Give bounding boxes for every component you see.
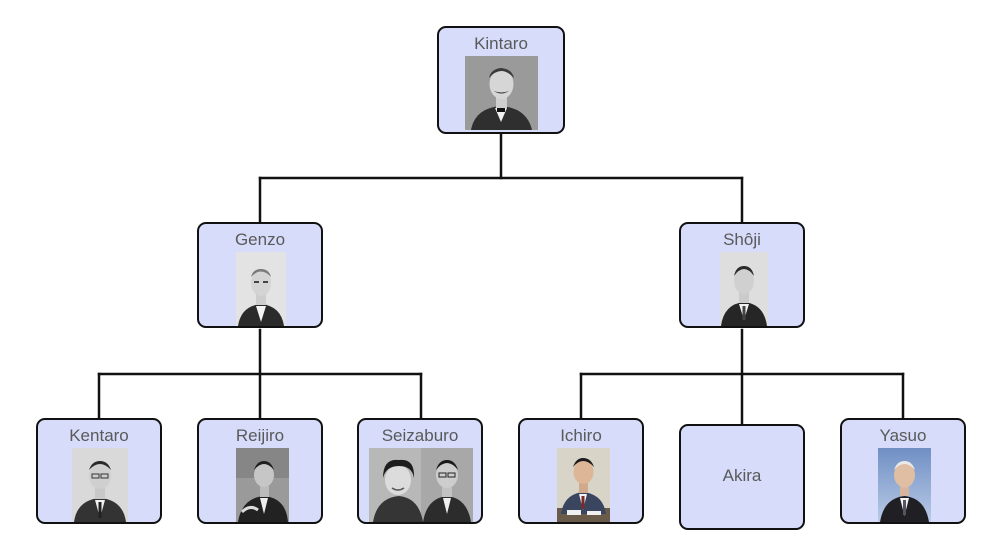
node-seizaburo[interactable]: Seizaburo [357, 418, 483, 524]
node-akira-name: Akira [681, 466, 803, 486]
node-shoji[interactable]: Shôji [679, 222, 805, 328]
node-kintaro[interactable]: Kintaro [437, 26, 565, 134]
node-kentaro-name: Kentaro [38, 426, 160, 446]
node-ichiro[interactable]: Ichiro [518, 418, 644, 524]
kintaro-photo [465, 56, 538, 130]
kentaro-photo [72, 448, 128, 522]
node-yasuo[interactable]: Yasuo [840, 418, 966, 524]
node-ichiro-name: Ichiro [520, 426, 642, 446]
genzo-photo [236, 252, 286, 326]
node-genzo-name: Genzo [199, 230, 321, 250]
node-genzo[interactable]: Genzo [197, 222, 323, 328]
ichiro-photo [557, 448, 610, 522]
node-seizaburo-name: Seizaburo [359, 426, 481, 446]
node-shoji-name: Shôji [681, 230, 803, 250]
node-reijiro-name: Reijiro [199, 426, 321, 446]
node-kentaro[interactable]: Kentaro [36, 418, 162, 524]
node-reijiro[interactable]: Reijiro [197, 418, 323, 524]
shoji-photo [720, 252, 768, 326]
node-yasuo-name: Yasuo [842, 426, 964, 446]
node-akira[interactable]: Akira [679, 424, 805, 530]
node-kintaro-name: Kintaro [439, 34, 563, 54]
reijiro-photo [236, 448, 289, 522]
seizaburo-photo [369, 448, 473, 522]
yasuo-photo [878, 448, 931, 522]
